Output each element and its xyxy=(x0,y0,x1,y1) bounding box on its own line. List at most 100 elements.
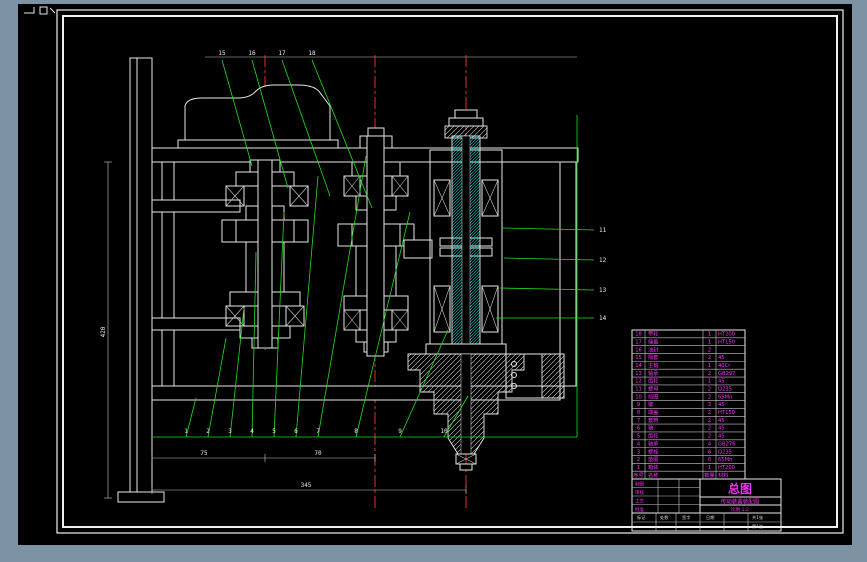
bom-cell-no: 12 xyxy=(635,379,642,385)
bom-cell-name: 轴 xyxy=(648,424,653,432)
tb-row-label: 批准 xyxy=(635,506,644,513)
leader-line xyxy=(185,397,197,438)
bearing-cross xyxy=(455,453,477,465)
bom-cell-no: 16 xyxy=(635,347,642,353)
leader-line xyxy=(251,251,257,438)
drawing-scale: 比例 1:2 xyxy=(731,506,749,513)
balloon-number: 6 xyxy=(294,428,298,435)
bom-cell-qty: 1 xyxy=(708,465,711,471)
balloon-number: 12 xyxy=(599,257,607,264)
bom-cell-qty: 4 xyxy=(708,441,712,447)
leader-line xyxy=(399,329,449,438)
bearing-cross xyxy=(225,305,245,327)
bom-cell-note: 65Mn xyxy=(718,457,732,463)
bom-cell-note: 65Mn xyxy=(718,394,732,400)
bom-cell-note: 45 xyxy=(718,434,725,440)
leader-line xyxy=(229,307,245,438)
balloon-number: 3 xyxy=(228,428,232,435)
leader-line xyxy=(501,227,595,231)
tb-row-label: 工艺 xyxy=(635,499,644,505)
tb-row-label: 制图 xyxy=(635,481,644,488)
drawing-viewport[interactable] xyxy=(18,4,852,545)
bom-cell-qty: 2 xyxy=(708,347,711,353)
bom-cell-no: 17 xyxy=(635,339,642,345)
leader-line xyxy=(281,59,331,197)
casting-bracket xyxy=(177,84,339,149)
bom-cell-no: 8 xyxy=(637,410,640,416)
drawing-subtitle: 传动装置装配图 xyxy=(721,498,760,506)
bearing-symbol xyxy=(481,179,499,217)
bom-cell-qty: 2 xyxy=(708,426,711,432)
bom-cell-note: HT150 xyxy=(718,339,735,345)
leader-lines xyxy=(153,59,595,438)
bom-cell-name: 端盖 xyxy=(648,408,658,416)
bom-cell-qty: 2 xyxy=(708,371,711,377)
bom-cell-name: 隔套 xyxy=(648,353,659,361)
bom-cell-no: 7 xyxy=(637,418,640,424)
bom-cell-no: 6 xyxy=(637,426,640,432)
bearing-symbol xyxy=(343,309,361,331)
leader-line xyxy=(221,59,253,167)
bom-cell-qty: 1 xyxy=(708,339,711,345)
bom-cell-qty: 6 xyxy=(708,449,711,455)
bom-cell-name: 齿轮 xyxy=(648,377,658,385)
bom-cell-name: 垫圈 xyxy=(648,455,658,463)
bearing-symbol xyxy=(289,185,309,207)
bom-cell-name: 挡圈 xyxy=(648,392,658,400)
bearing-cross xyxy=(343,309,361,331)
bom-cell-no: 18 xyxy=(635,332,642,338)
bom-cell-qty: 1 xyxy=(708,332,711,338)
bom-cell-qty: 1 xyxy=(708,363,711,369)
gear-shaft-1 xyxy=(221,159,309,349)
bom-cell-no: 13 xyxy=(635,371,642,377)
bom-cell-no: 9 xyxy=(637,402,640,408)
assembly-drawing xyxy=(117,57,579,503)
leader-line xyxy=(207,337,227,438)
bearing-symbol xyxy=(225,185,245,207)
leader-line xyxy=(503,257,595,261)
bom-cell-no: 3 xyxy=(637,449,640,455)
balloon-number: 15 xyxy=(218,50,226,57)
bom-cell-no: 10 xyxy=(635,394,642,400)
bom-cell-note: HT150 xyxy=(718,410,735,416)
balloon-number: 10 xyxy=(440,428,448,435)
drawing-frame xyxy=(56,9,844,534)
leader-line xyxy=(355,211,411,438)
bom-cell-name: 轴承 xyxy=(648,439,659,447)
bearing-cross xyxy=(391,175,409,197)
spindle-assembly xyxy=(407,109,565,471)
dim-label: 70 xyxy=(314,450,322,457)
leader-line xyxy=(499,287,595,291)
balloon-number: 4 xyxy=(250,428,254,435)
bom-cell-note: 45 xyxy=(718,355,725,361)
bom-cell-note: 45 xyxy=(718,426,725,432)
tb-strip-label: 签字 xyxy=(682,514,690,520)
tb-sheet-count: 共1张 xyxy=(752,514,764,521)
bom-cell-note: 40Cr xyxy=(718,363,731,369)
bom-cell-qty: 数量 xyxy=(704,471,714,479)
bom-cell-note: 45 xyxy=(718,418,725,424)
bom-cell-qty: 1 xyxy=(708,379,711,385)
bearing-cross xyxy=(481,285,499,333)
leader-line xyxy=(443,395,469,438)
balloon-number: 14 xyxy=(599,315,607,322)
title-block: 总图 传动装置装配图 比例 1:2 制图 审核 工艺 批准 标记 处数 签字 日… xyxy=(631,478,782,532)
dim-label: 420 xyxy=(100,326,107,337)
bom-cell-qty: 2 xyxy=(708,418,711,424)
bom-cell-name: 带轮 xyxy=(648,330,658,338)
bearing-symbols xyxy=(225,175,499,465)
machine-column xyxy=(117,57,165,503)
bom-cell-name: 螺栓 xyxy=(648,447,659,455)
bom-cell-note: GB297 xyxy=(718,371,735,377)
leader-line xyxy=(317,155,367,438)
bom-cell-name: 箱体 xyxy=(648,463,659,471)
tb-sheet-number: 第1张 xyxy=(752,523,764,530)
bom-cell-note: GB276 xyxy=(718,441,735,447)
bom-cell-name: 名称 xyxy=(648,471,658,479)
bom-cell-name: 齿轮 xyxy=(648,432,658,440)
bom-cell-name: 螺母 xyxy=(648,385,658,393)
bom-cell-note: 45 xyxy=(718,402,725,408)
bom-cell-note: Q235 xyxy=(718,387,732,393)
